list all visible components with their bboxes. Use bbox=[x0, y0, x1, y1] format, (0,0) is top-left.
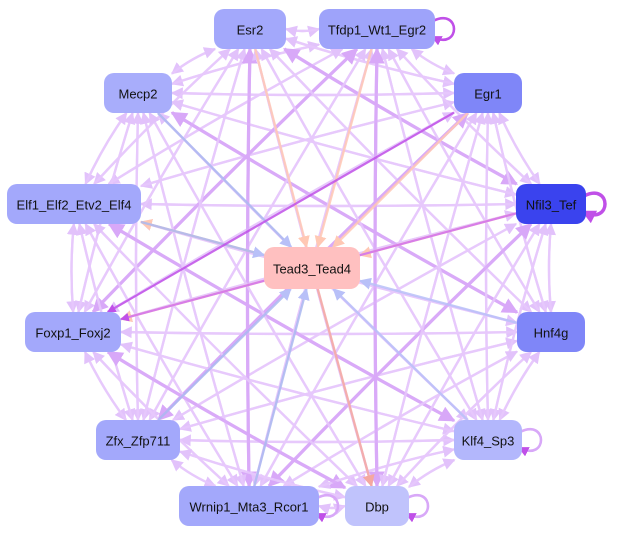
self-loop-klf4_sp3 bbox=[518, 428, 543, 457]
node-box[interactable] bbox=[516, 184, 586, 224]
node-box[interactable] bbox=[25, 312, 121, 352]
edge bbox=[140, 98, 456, 188]
node-box[interactable] bbox=[179, 486, 319, 526]
edge bbox=[84, 222, 239, 487]
node-box[interactable] bbox=[345, 486, 409, 526]
edge bbox=[170, 459, 216, 488]
edge bbox=[148, 47, 367, 421]
edge bbox=[498, 111, 541, 185]
edge bbox=[178, 434, 455, 447]
edge bbox=[259, 111, 478, 487]
node-label: Esr2 bbox=[237, 23, 264, 38]
edge bbox=[284, 25, 320, 38]
node-nfil3-tef[interactable]: Nfil3_Tef bbox=[516, 184, 586, 224]
node-wrnip1-mta3-rcor1[interactable]: Wrnip1_Mta3_Rcor1 bbox=[179, 486, 319, 526]
self-loop-layer bbox=[315, 17, 607, 523]
edge bbox=[148, 111, 367, 487]
node-label: Elf1_Elf2_Etv2_Elf4 bbox=[17, 198, 132, 213]
edge bbox=[387, 222, 541, 487]
edge bbox=[260, 47, 478, 421]
edge bbox=[178, 449, 346, 499]
edge bbox=[408, 458, 456, 488]
edge bbox=[83, 350, 127, 421]
node-box[interactable] bbox=[96, 420, 180, 460]
node-box[interactable] bbox=[214, 9, 286, 49]
node-label: Nfil3_Tef bbox=[526, 198, 577, 213]
node-label: Hnf4g bbox=[534, 326, 569, 341]
node-label: Foxp1_Foxj2 bbox=[35, 326, 110, 341]
node-box[interactable] bbox=[104, 73, 172, 113]
edge-tfdp1_wt1_egr2-to-tead3_tead4 bbox=[314, 48, 373, 249]
edge bbox=[171, 47, 217, 75]
node-box[interactable] bbox=[454, 420, 522, 460]
edge-klf4_sp3-to-tead3_tead4 bbox=[332, 288, 469, 421]
node-label: Klf4_Sp3 bbox=[462, 434, 515, 449]
edge bbox=[241, 47, 258, 487]
self-loop-nfil3_tef bbox=[581, 191, 607, 224]
node-box[interactable] bbox=[319, 9, 435, 49]
self-loop-wrnip1_mta3_rcor1 bbox=[315, 494, 340, 523]
node-box[interactable] bbox=[264, 247, 360, 289]
node-hnf4g[interactable]: Hnf4g bbox=[517, 312, 585, 352]
node-label: Dbp bbox=[365, 500, 389, 515]
edge bbox=[106, 350, 346, 490]
node-elf1-elf2-etv2-elf4[interactable]: Elf1_Elf2_Etv2_Elf4 bbox=[7, 184, 141, 224]
edge bbox=[66, 222, 79, 313]
node-label: Zfx_Zfp711 bbox=[106, 434, 171, 449]
edge-mecp2-to-tead3_tead4 bbox=[157, 112, 292, 248]
edge-zfx_zfp711-to-tead3_tead4 bbox=[157, 288, 292, 421]
node-mecp2[interactable]: Mecp2 bbox=[104, 73, 172, 113]
node-label: Egr1 bbox=[474, 87, 501, 102]
edge bbox=[368, 47, 385, 487]
node-tead3-tead4[interactable]: Tead3_Tead4 bbox=[264, 247, 360, 289]
node-label: Tfdp1_Wt1_Egr2 bbox=[328, 23, 426, 38]
node-box[interactable] bbox=[517, 312, 585, 352]
edge-egr1-to-tead3_tead4 bbox=[332, 112, 469, 248]
edge bbox=[317, 503, 346, 515]
node-zfx-zfp711[interactable]: Zfx_Zfp711 bbox=[96, 420, 180, 460]
edge-elf1_elf2_etv2_elf4-to-tead3_tead4 bbox=[140, 220, 266, 259]
node-box[interactable] bbox=[7, 184, 141, 224]
edge bbox=[544, 222, 556, 313]
edge-egr1-to-foxp1_foxj2 bbox=[106, 111, 455, 313]
node-dbp[interactable]: Dbp bbox=[345, 486, 409, 526]
node-egr1[interactable]: Egr1 bbox=[454, 73, 522, 113]
node-label: Mecp2 bbox=[118, 87, 157, 102]
node-tfdp1-wt1-egr2[interactable]: Tfdp1_Wt1_Egr2 bbox=[319, 9, 435, 49]
node-box[interactable] bbox=[454, 73, 522, 113]
node-esr2[interactable]: Esr2 bbox=[214, 9, 286, 49]
edge-hnf4g-to-tead3_tead4 bbox=[358, 277, 518, 325]
edge bbox=[84, 112, 128, 185]
highlight-edge-layer bbox=[106, 48, 518, 488]
node-klf4-sp3[interactable]: Klf4_Sp3 bbox=[454, 420, 522, 460]
edge bbox=[498, 351, 541, 421]
edge bbox=[142, 47, 248, 421]
node-label: Tead3_Tead4 bbox=[273, 262, 351, 277]
edge bbox=[410, 48, 455, 75]
edge-tead3_tead4-to-dbp bbox=[316, 288, 375, 488]
edge bbox=[396, 351, 532, 487]
self-loop-tfdp1_wt1_egr2 bbox=[431, 17, 456, 46]
node-foxp1-foxj2[interactable]: Foxp1_Foxj2 bbox=[25, 312, 121, 352]
edge-wrnip1_mta3_rcor1-to-tead3_tead4 bbox=[253, 287, 310, 487]
node-label: Wrnip1_Mta3_Rcor1 bbox=[190, 500, 309, 515]
edge-esr2-to-tead3_tead4 bbox=[254, 48, 310, 249]
edge bbox=[119, 341, 455, 433]
self-loop-dbp bbox=[405, 494, 430, 523]
edge bbox=[107, 222, 455, 423]
